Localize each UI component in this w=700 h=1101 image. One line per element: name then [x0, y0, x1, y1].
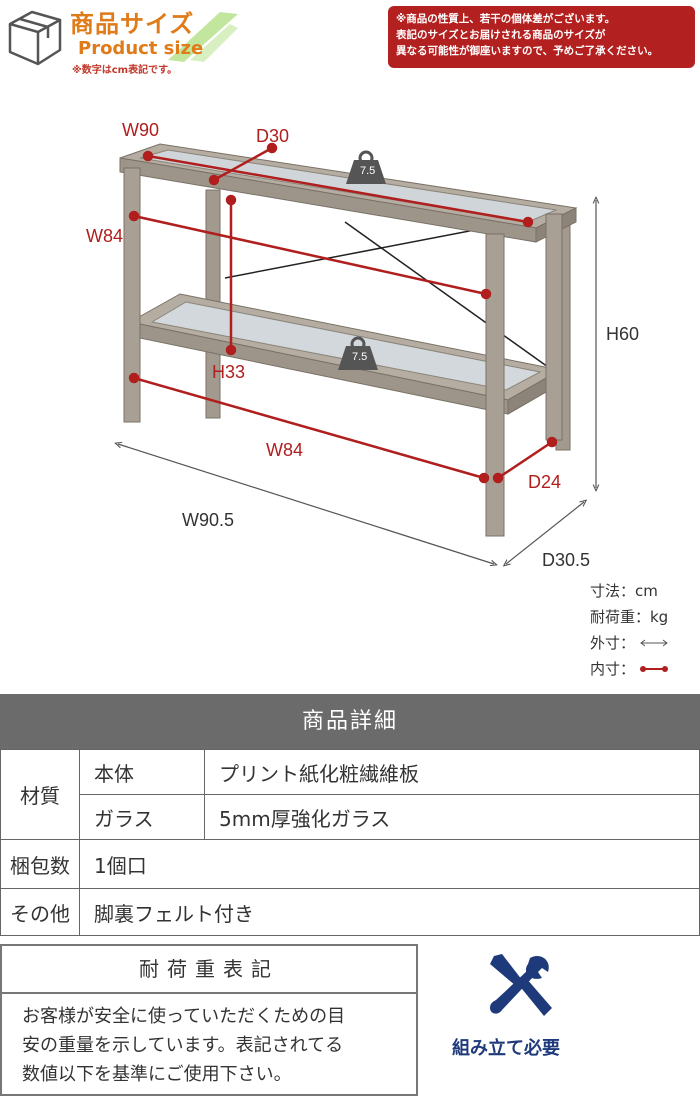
red-dot-line-icon: [640, 666, 669, 672]
inner-height-label: H33: [212, 362, 246, 382]
load-note-line: お客様が安全に使っていただくための目: [22, 1006, 346, 1027]
load-note-title: 耐荷重表記: [2, 946, 416, 994]
outer-height-label: H60: [606, 324, 640, 344]
spec-section-title: 商品詳細: [0, 694, 700, 749]
load-note-body: お客様が安全に使っていただくための目 安の重量を示しています。表記されてる 数値…: [22, 1002, 402, 1089]
legend-unit-text: 寸法：cm: [590, 582, 658, 600]
legend-load: 耐荷重：kg: [590, 604, 669, 630]
console-table-illustration: [0, 142, 700, 692]
inner-lower-depth-label: D24: [528, 472, 562, 492]
cross-brace: [224, 221, 549, 368]
page-subtitle: Product size: [78, 38, 204, 59]
legend-inner: 内寸：: [590, 656, 669, 682]
body-label: 本体: [79, 749, 205, 795]
header: 商品サイズ Product size ※数字はcm表記です。 ※商品の性質上、若…: [0, 0, 700, 82]
table-row: その他 脚裏フェルト付き: [0, 888, 700, 936]
assembly-required-label: 組み立て必要: [452, 1038, 560, 1059]
notice-line: 異なる可能性が御座いますので、予めご了承ください。: [396, 45, 659, 57]
wrench-screwdriver-icon: [490, 954, 552, 1016]
legend-inner-text: 内寸：: [590, 660, 636, 678]
packing-value: 1個口: [79, 839, 700, 889]
page-title: 商品サイズ: [70, 10, 195, 38]
legend-outer: 外寸：: [590, 630, 669, 656]
dimension-legend: 寸法：cm 耐荷重：kg 外寸： 内寸：: [590, 578, 669, 682]
legend-load-text: 耐荷重：kg: [590, 608, 669, 626]
load-note-line: 安の重量を示しています。表記されてる: [22, 1035, 344, 1056]
other-value: 脚裏フェルト付き: [79, 888, 700, 936]
double-arrow-icon: [640, 639, 668, 647]
material-label: 材質: [0, 749, 80, 840]
top-load-label: 7.5: [360, 165, 376, 177]
table-row: ガラス 5mm厚強化ガラス: [1, 794, 700, 840]
bottom-load-label: 7.5: [352, 351, 368, 363]
legend-outer-text: 外寸：: [590, 634, 636, 652]
weight-icon: [346, 150, 386, 184]
table-row: 梱包数 1個口: [0, 839, 700, 889]
inner-lower-width-label: W84: [266, 440, 304, 460]
spec-table: 材質 本体 プリント紙化粧繊維板 ガラス 5mm厚強化ガラス 梱包数 1個口 そ…: [0, 749, 700, 936]
load-note-line: 数値以下を基準にご使用下さい。: [22, 1064, 292, 1085]
product-diagram: 7.5 7.5 W90 D30 W84 H33 W84 D24 W90.5 D3…: [0, 82, 700, 692]
weight-icon: [338, 336, 378, 370]
legend-unit: 寸法：cm: [590, 578, 669, 604]
notice-line: ※商品の性質上、若干の個体差がございます。: [396, 13, 616, 25]
glass-value: 5mm厚強化ガラス: [204, 794, 700, 840]
load-note-box: 耐荷重表記 お客様が安全に使っていただくための目 安の重量を示しています。表記さ…: [0, 944, 418, 1096]
inner-top-width-label: W90: [122, 120, 160, 140]
notice-box: ※商品の性質上、若干の個体差がございます。 表記のサイズとお届けされる商品のサイ…: [388, 6, 695, 68]
outer-depth-label: D30.5: [542, 550, 591, 570]
table-row: 材質 本体 プリント紙化粧繊維板: [0, 749, 700, 840]
unit-note: ※数字はcm表記です。: [72, 65, 178, 76]
decorative-streak: [168, 12, 238, 62]
inner-top-depth-label: D30: [256, 126, 290, 146]
inner-upper-width-label: W84: [86, 226, 124, 246]
notice-line: 表記のサイズとお届けされる商品のサイズが: [396, 29, 606, 41]
other-label: その他: [0, 888, 80, 936]
body-value: プリント紙化粧繊維板: [204, 749, 700, 795]
packing-label: 梱包数: [0, 839, 80, 889]
glass-label: ガラス: [79, 794, 205, 840]
box-icon: [8, 10, 62, 66]
outer-width-label: W90.5: [182, 510, 235, 530]
